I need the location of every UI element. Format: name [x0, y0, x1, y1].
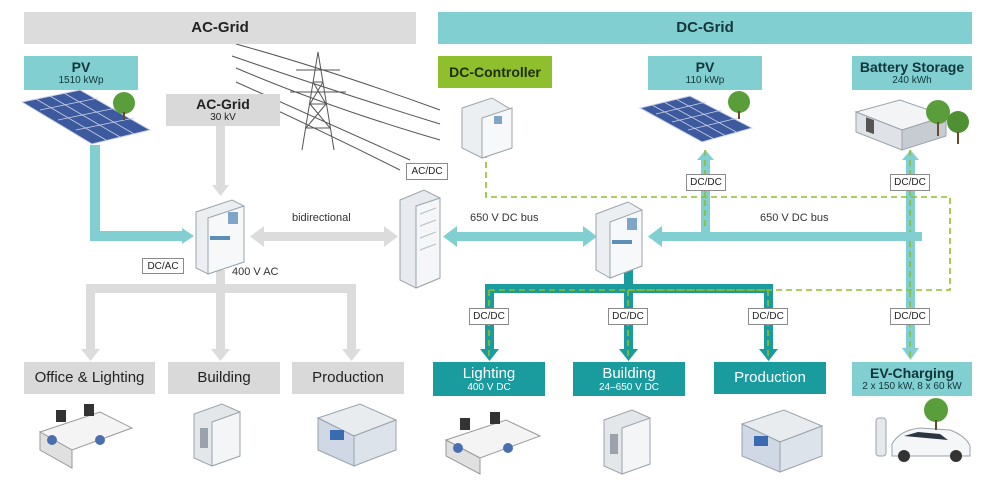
dc-load-lighting: Lighting 400 V DC [433, 362, 545, 396]
ac-grid-source-title: AC-Grid [196, 96, 250, 113]
battery-storage-label: Battery Storage 240 kWh [852, 56, 972, 90]
dc-bus-left-arrow-l [443, 226, 457, 247]
production-machine-ac-icon [316, 403, 398, 467]
ac-branch-office [86, 284, 95, 352]
ac-arrow-production [342, 349, 361, 361]
dc-bus-left-line [455, 232, 585, 241]
dc-pv-converter-tag: DC/DC [686, 174, 726, 191]
dc-load-building-title: Building [602, 364, 656, 382]
ev-charging-car-icon [875, 398, 971, 462]
ac-load-production-title: Production [312, 369, 384, 387]
production-machine-dc-icon [740, 409, 824, 473]
battery-converter-tag: DC/DC [890, 174, 930, 191]
ev-charging-label: EV-Charging 2 x 150 kW, 8 x 60 kW [852, 362, 972, 396]
ac-lines [81, 126, 398, 361]
ac-branch-building [216, 284, 225, 352]
ac-grid-header: AC-Grid [24, 12, 416, 44]
control-loop [485, 152, 951, 291]
ac-arrow-building [211, 349, 230, 361]
ac-pv-label: PV 1510 kWp [24, 56, 138, 90]
pv-panel-dc-icon [638, 91, 754, 143]
pv-feed-arrow [182, 228, 194, 244]
dc-distribution-cabinet-icon [595, 201, 643, 279]
ac-load-building-title: Building [197, 369, 251, 387]
dc-production-converter-tag: DC/DC [748, 308, 788, 325]
ac-bus-label: 400 V AC [232, 266, 279, 278]
dc-load-building: Building 24–650 V DC [573, 362, 685, 396]
battery-storage-title: Battery Storage [859, 59, 965, 76]
transmission-pylon-icon [231, 43, 441, 171]
ac-grid-source-value: 30 kV [210, 112, 236, 124]
dc-load-production: Production [714, 362, 826, 394]
dc-load-drop [624, 265, 633, 288]
ac-load-production: Production [292, 362, 404, 394]
dc-lighting-converter-tag: DC/DC [469, 308, 509, 325]
dc-bus-right-label: 650 V DC bus [760, 212, 829, 224]
office-desks-dc-icon [444, 412, 542, 475]
pv-feed-line [90, 145, 185, 241]
ac-arrow-office [81, 349, 100, 361]
dc-controller-title: DC-Controller [449, 63, 541, 80]
ac-load-office-lighting: Office & Lighting [24, 362, 155, 394]
battery-storage-value: 240 kWh [892, 75, 932, 87]
dc-load-lighting-value: 400 V DC [467, 381, 511, 393]
ac-load-office-lighting-title: Office & Lighting [34, 369, 145, 387]
ev-charging-value: 2 x 150 kW, 8 x 60 kW [862, 381, 962, 393]
grid-feed-arrow [212, 185, 229, 196]
ac-dc-converter-cabinet-icon [399, 189, 441, 289]
dc-pv-value: 110 kWp [685, 75, 725, 87]
ac-pv-value: 1510 kWp [58, 75, 104, 87]
office-desks-ac-icon [38, 404, 134, 469]
bidirectional-arrow-right [384, 226, 398, 247]
ac-dc-converter-tag: AC/DC [406, 163, 448, 180]
dc-controller-icon [461, 97, 513, 159]
bidirectional-arrow-left [250, 226, 264, 247]
dc-pv-label: PV 110 kWp [648, 56, 762, 90]
ac-bus-drop [216, 270, 225, 288]
ac-load-building: Building [168, 362, 280, 394]
dc-building-converter-tag: DC/DC [608, 308, 648, 325]
bidirectional-label: bidirectional [292, 212, 351, 224]
dc-lines [443, 150, 922, 361]
ac-pv-title: PV [71, 59, 91, 76]
pv-panel-ac-icon [20, 89, 152, 145]
dc-bus-right-line [660, 232, 922, 241]
grid-feed-line [216, 126, 225, 188]
ev-converter-tag: DC/DC [890, 308, 930, 325]
building-cabinet-ac-icon [193, 403, 241, 467]
dc-bus-right-arrow [648, 226, 662, 247]
ac-branch-production [347, 284, 356, 352]
dc-load-building-value: 24–650 V DC [598, 381, 660, 393]
dc-ac-converter-tag: DC/AC [142, 258, 184, 274]
battery-container-icon [854, 99, 969, 151]
dc-pv-title: PV [695, 59, 715, 76]
dc-bus-left-arrow-r [583, 226, 597, 247]
building-cabinet-dc-icon [603, 409, 651, 475]
dc-bus-left-label: 650 V DC bus [470, 212, 539, 224]
ev-charging-title: EV-Charging [869, 365, 954, 382]
dc-load-production-title: Production [734, 369, 806, 387]
ac-grid-source-label: AC-Grid 30 kV [166, 94, 280, 126]
bidirectional-line [262, 232, 386, 241]
dc-ac-inverter-icon [195, 199, 245, 275]
dc-controller-label: DC-Controller [438, 56, 552, 88]
dc-grid-header: DC-Grid [438, 12, 972, 44]
dc-load-lighting-title: Lighting [462, 364, 516, 382]
